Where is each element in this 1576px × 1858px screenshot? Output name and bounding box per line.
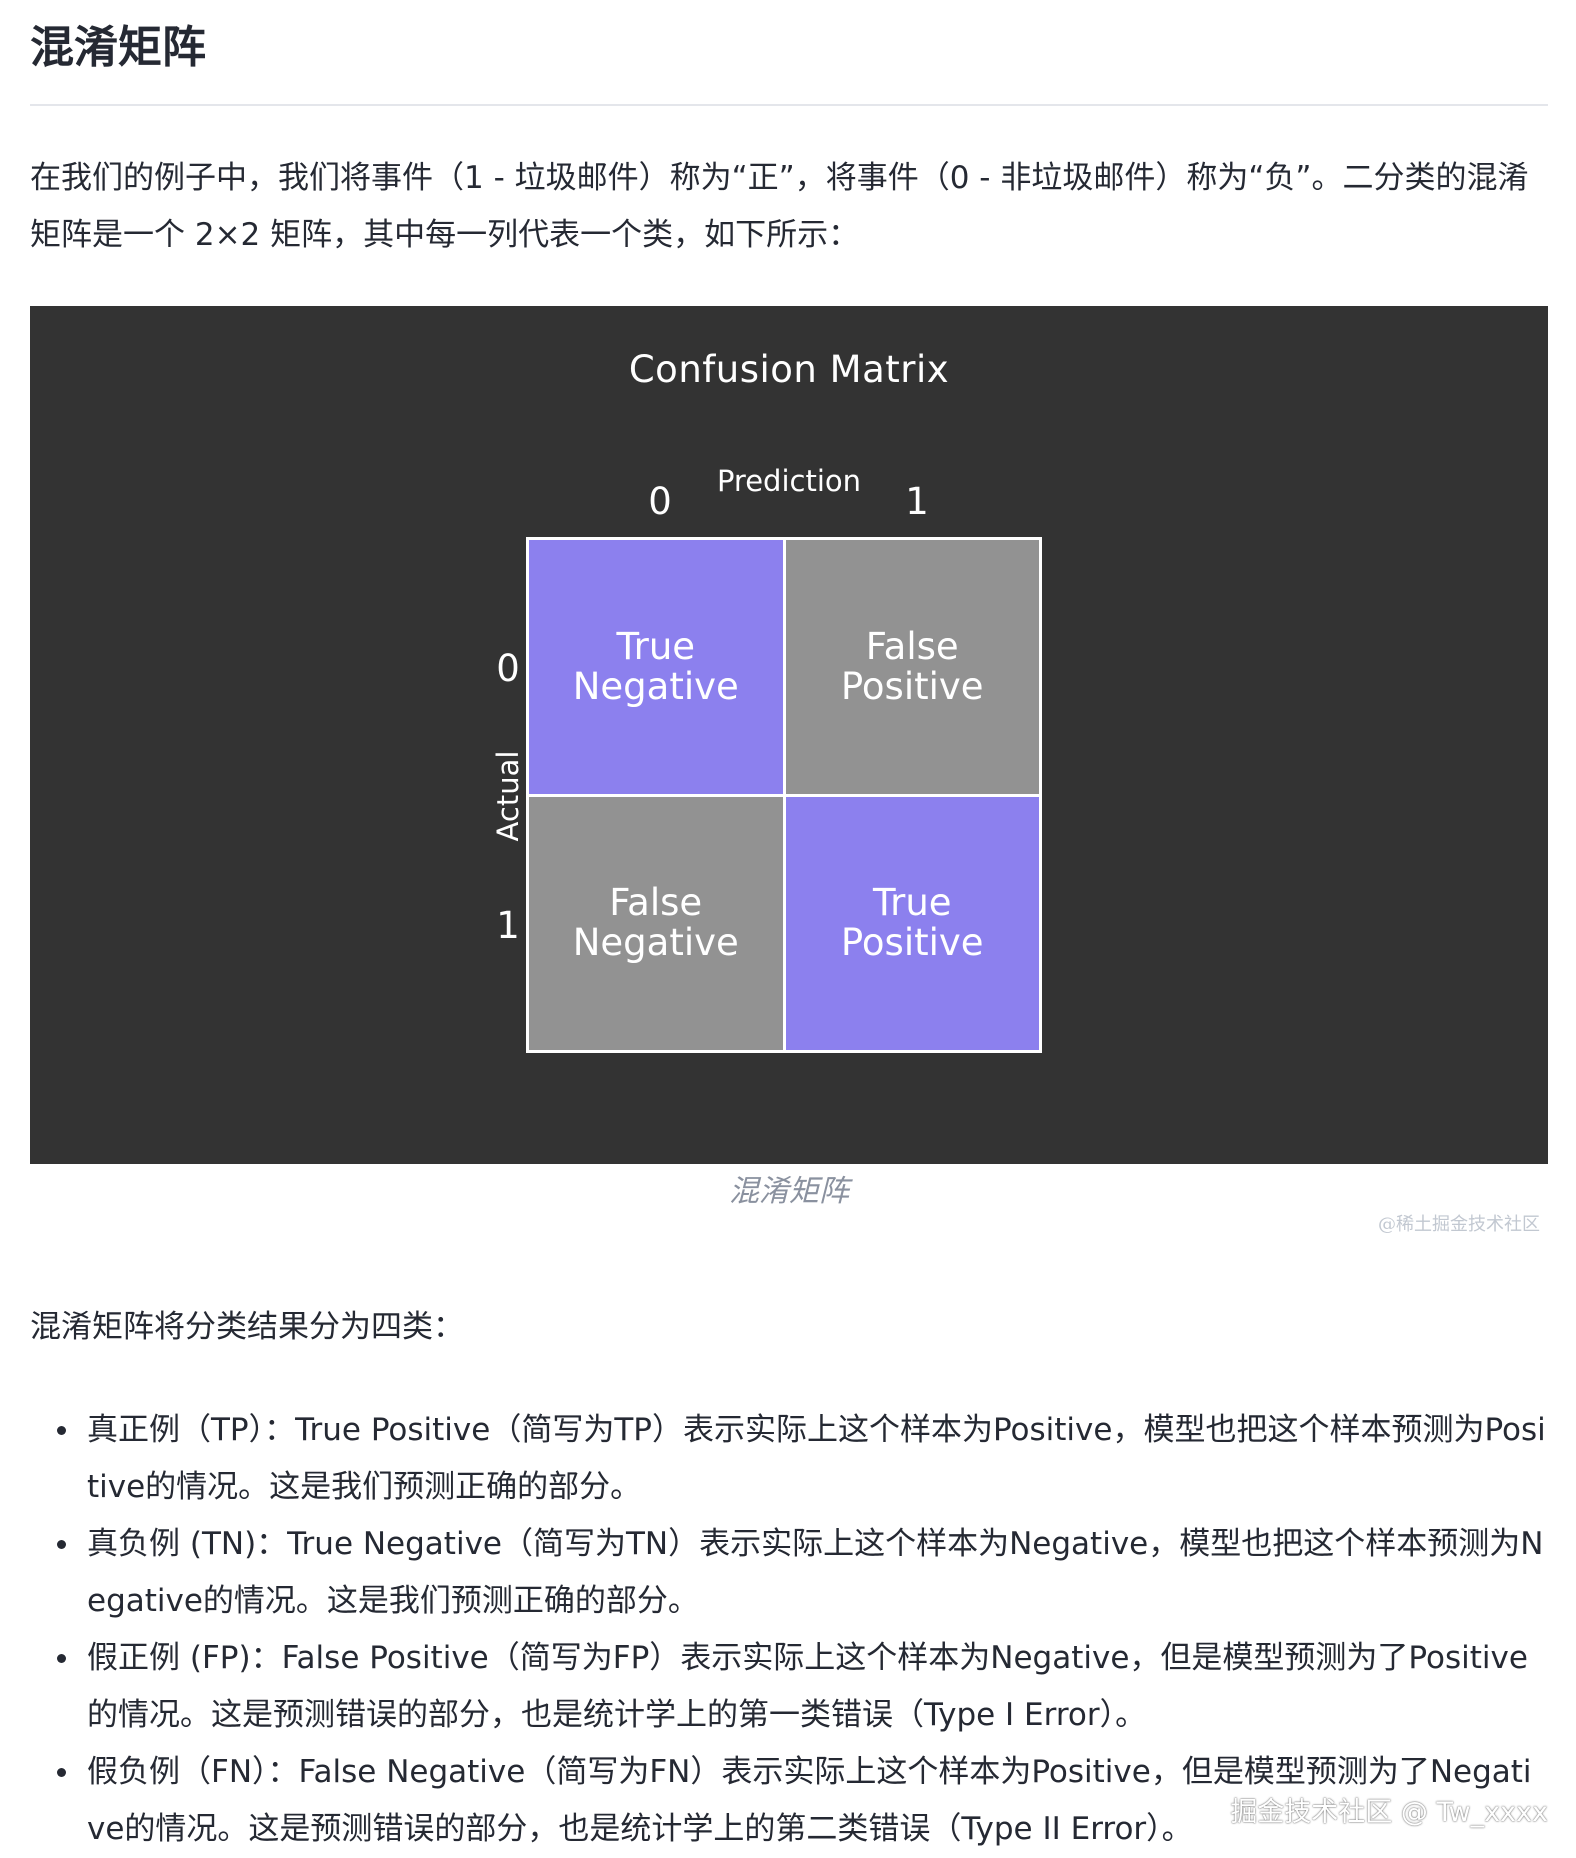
cell-false-negative: False Negative (529, 796, 783, 1050)
prediction-axis-label: Prediction (716, 464, 862, 498)
actual-tick-1: 1 (496, 904, 520, 947)
actual-axis-label: Actual (491, 750, 525, 842)
list-item: 真负例 (TN)：True Negative（简写为TN）表示实际上这个样本为N… (30, 1516, 1548, 1630)
category-list: 真正例（TP）：True Positive（简写为TP）表示实际上这个样本为Po… (30, 1402, 1548, 1858)
matrix-grid: True Negative False Positive False Negat… (526, 537, 1042, 1053)
summary-paragraph: 混淆矩阵将分类结果分为四类： (30, 1309, 464, 1345)
cell-true-negative: True Negative (529, 540, 783, 794)
heading-divider (30, 104, 1548, 106)
page-watermark: 掘金技术社区 @ Tw_xxxx (1230, 1797, 1548, 1828)
list-item-text: 真负例 (TN)：True Negative（简写为TN）表示实际上这个样本为N… (87, 1526, 1544, 1619)
prediction-tick-1: 1 (905, 480, 929, 523)
section-heading: 混淆矩阵 (30, 22, 206, 73)
list-item: 假负例（FN）：False Negative（简写为FN）表示实际上这个样本为P… (30, 1744, 1548, 1858)
figure-title: Confusion Matrix (628, 348, 950, 391)
list-item-text: 假负例（FN）：False Negative（简写为FN）表示实际上这个样本为P… (87, 1754, 1532, 1847)
bullet-icon (57, 1768, 66, 1777)
list-item: 真正例（TP）：True Positive（简写为TP）表示实际上这个样本为Po… (30, 1402, 1548, 1516)
list-item: 假正例 (FP)：False Positive（简写为FP）表示实际上这个样本为… (30, 1630, 1548, 1744)
confusion-matrix-figure[interactable]: Confusion Matrix Prediction 0 1 0 1 Actu… (30, 306, 1548, 1164)
bullet-icon (57, 1426, 66, 1435)
list-item-text: 真正例（TP）：True Positive（简写为TP）表示实际上这个样本为Po… (87, 1412, 1546, 1505)
list-item-text: 假正例 (FP)：False Positive（简写为FP）表示实际上这个样本为… (87, 1640, 1528, 1733)
cell-true-positive: True Positive (785, 796, 1039, 1050)
intro-paragraph: 在我们的例子中，我们将事件（1 - 垃圾邮件）称为“正”，将事件（0 - 非垃圾… (30, 160, 1529, 253)
bullet-icon (57, 1654, 66, 1663)
actual-tick-0: 0 (496, 647, 520, 690)
bullet-icon (57, 1540, 66, 1549)
cell-false-positive: False Positive (785, 540, 1039, 794)
image-watermark: @稀土掘金技术社区 (1378, 1214, 1540, 1235)
prediction-tick-0: 0 (648, 480, 672, 523)
figure-caption: 混淆矩阵 (729, 1174, 849, 1209)
